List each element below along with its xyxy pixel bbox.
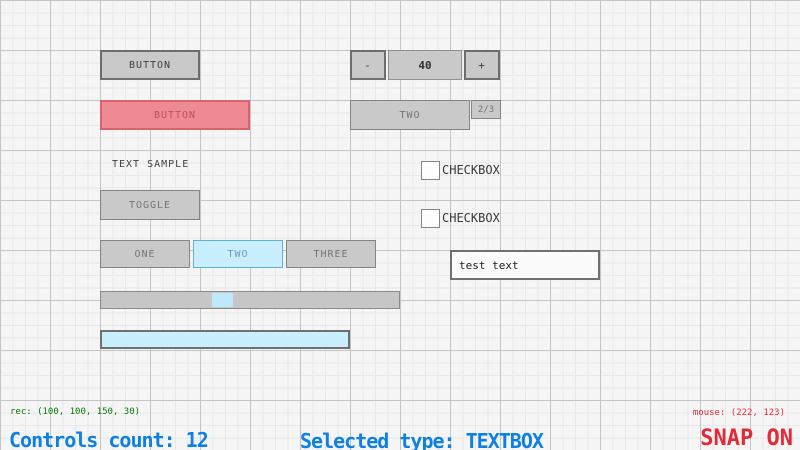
checkbox-1[interactable] xyxy=(421,161,440,180)
mouse-position-label: mouse: (222, 123) xyxy=(692,408,785,418)
checkbox-2-label: CHECKBOX xyxy=(442,211,500,225)
slider-handle[interactable] xyxy=(212,293,233,307)
spinner-decrement-button[interactable]: - xyxy=(350,50,386,80)
default-button[interactable]: BUTTON xyxy=(100,50,200,80)
combobox-counter-button[interactable]: 2/3 xyxy=(471,100,501,119)
toggle-button[interactable]: TOGGLE xyxy=(100,190,200,220)
spinner-increment-button[interactable]: + xyxy=(464,50,500,80)
danger-button[interactable]: BUTTON xyxy=(100,100,250,130)
toggle-option-one[interactable]: ONE xyxy=(100,240,190,268)
progress-bar xyxy=(100,330,350,349)
spinner-value[interactable]: 40 xyxy=(388,50,462,80)
controls-count-label: Controls count: 12 xyxy=(9,428,209,450)
textbox-input[interactable] xyxy=(450,250,600,280)
selected-type-label: Selected type: TEXTBOX xyxy=(300,429,544,450)
toggle-option-three[interactable]: THREE xyxy=(286,240,376,268)
checkbox-2[interactable] xyxy=(421,209,440,228)
checkbox-1-label: CHECKBOX xyxy=(442,163,500,177)
text-sample-label: TEXT SAMPLE xyxy=(112,159,190,170)
combobox[interactable]: TWO xyxy=(350,100,470,130)
rec-status-label: rec: (100, 100, 150, 30) xyxy=(10,407,141,417)
toggle-group: ONE TWO THREE xyxy=(100,240,376,268)
slider-track[interactable] xyxy=(100,291,400,309)
toggle-option-two[interactable]: TWO xyxy=(193,240,283,268)
snap-status-label: SNAP ON xyxy=(700,426,793,450)
